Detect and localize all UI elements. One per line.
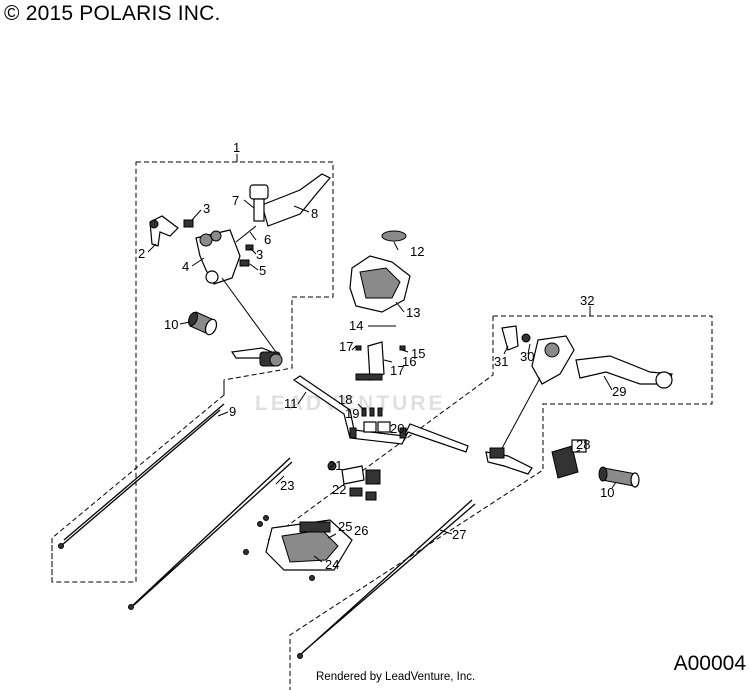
cable-27 bbox=[299, 499, 476, 656]
group-outline-32 bbox=[267, 315, 713, 690]
callout-5: 5 bbox=[259, 263, 266, 278]
callout-18: 18 bbox=[338, 392, 352, 407]
cable-9 bbox=[61, 403, 225, 546]
callout-17-right: 17 bbox=[390, 363, 404, 378]
callout-32: 32 bbox=[580, 293, 594, 308]
callout-4: 4 bbox=[182, 259, 189, 274]
callout-11: 11 bbox=[284, 396, 298, 411]
leader-lines bbox=[147, 154, 617, 563]
group-outline-1 bbox=[51, 161, 334, 583]
group-outline-lower bbox=[51, 380, 225, 582]
callout-29: 29 bbox=[612, 384, 626, 399]
callout-16: 16 bbox=[402, 354, 416, 369]
callout-15: 15 bbox=[411, 346, 425, 361]
callout-26: 26 bbox=[354, 523, 368, 538]
right-grip bbox=[598, 466, 640, 488]
callout-12: 12 bbox=[410, 244, 424, 259]
callout-3-lower: 3 bbox=[256, 247, 263, 262]
callout-25: 25 bbox=[338, 519, 352, 534]
right-brake-assembly bbox=[485, 325, 673, 475]
part-24-bracket bbox=[243, 515, 353, 581]
callout-21: 21 bbox=[328, 458, 342, 473]
callout-3-upper: 3 bbox=[203, 201, 210, 216]
copyright-text: © 2015 POLARIS INC. bbox=[4, 2, 221, 25]
callout-2: 2 bbox=[138, 246, 145, 261]
drawing-id: A00004 bbox=[673, 652, 746, 675]
part-28-switch bbox=[551, 439, 587, 479]
callout-6: 6 bbox=[264, 232, 271, 247]
callout-8: 8 bbox=[311, 206, 318, 221]
left-grip bbox=[187, 311, 218, 336]
callout-28: 28 bbox=[576, 437, 590, 452]
callout-1: 1 bbox=[233, 140, 240, 155]
callout-30: 30 bbox=[520, 349, 534, 364]
riser-assembly bbox=[355, 325, 406, 381]
callout-17-left: 17 bbox=[339, 339, 353, 354]
callout-labels: 1 3 7 8 2 6 3 4 5 10 9 11 12 13 14 17 15… bbox=[138, 140, 626, 572]
callout-19: 19 bbox=[345, 406, 359, 421]
left-brake-assembly bbox=[149, 173, 331, 367]
callout-13: 13 bbox=[406, 305, 420, 320]
callout-20: 20 bbox=[390, 421, 404, 436]
handlebar-clamps bbox=[327, 407, 391, 501]
callout-27: 27 bbox=[452, 527, 466, 542]
callout-22: 22 bbox=[332, 482, 346, 497]
callout-14: 14 bbox=[349, 318, 363, 333]
callout-9: 9 bbox=[229, 404, 236, 419]
rendered-by-text: Rendered by LeadVenture, Inc. bbox=[316, 671, 476, 683]
callout-23: 23 bbox=[280, 478, 294, 493]
callout-10-right: 10 bbox=[600, 485, 614, 500]
callout-31: 31 bbox=[494, 354, 508, 369]
part-12-ring bbox=[381, 230, 407, 242]
callout-10-left: 10 bbox=[164, 317, 178, 332]
cable-23 bbox=[129, 457, 293, 609]
callout-7: 7 bbox=[232, 193, 239, 208]
callout-24: 24 bbox=[325, 557, 339, 572]
